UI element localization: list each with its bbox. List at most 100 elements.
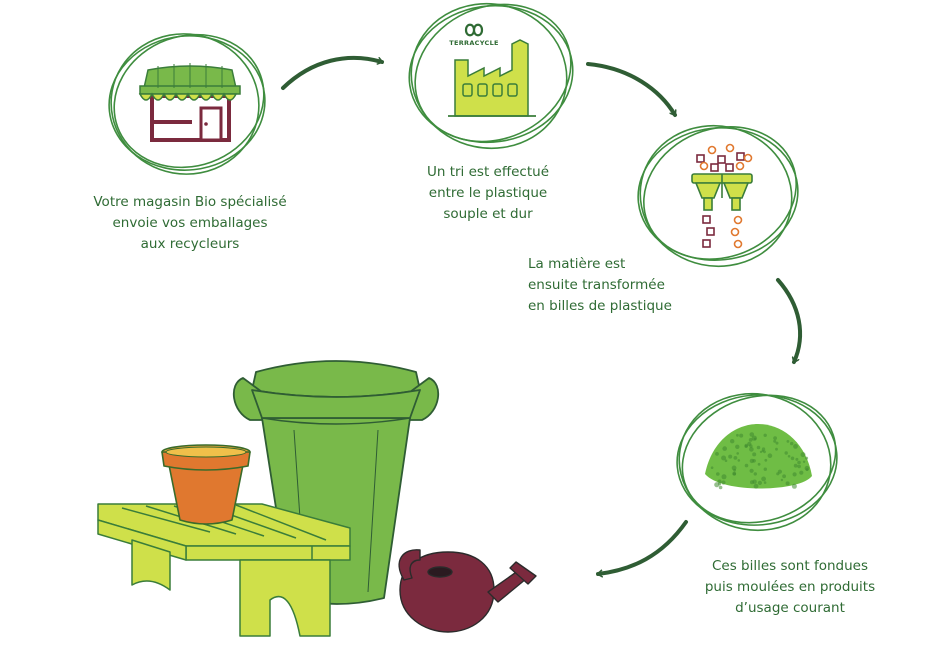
pellet bbox=[756, 445, 761, 450]
terracycle-text: TERRACYCLE bbox=[449, 39, 499, 47]
pellet bbox=[724, 459, 728, 463]
arrow-2-to-3 bbox=[586, 62, 677, 117]
pellet bbox=[716, 472, 720, 476]
pellet bbox=[773, 436, 777, 440]
pellet bbox=[728, 454, 733, 459]
pellet bbox=[717, 479, 722, 484]
step-2-caption: Un tri est effectué entre le plastique s… bbox=[378, 162, 598, 225]
pellet bbox=[733, 456, 738, 460]
pellet bbox=[736, 433, 739, 437]
pellet bbox=[775, 441, 779, 445]
arrow-1-to-2 bbox=[281, 55, 384, 90]
bench-icon bbox=[97, 503, 351, 637]
arrow-3-to-4 bbox=[776, 278, 802, 364]
step-1-line-1: Votre magasin Bio spécialisé bbox=[93, 194, 287, 210]
step-4-line-1: Ces billes sont fondues bbox=[712, 558, 868, 574]
pellet bbox=[731, 465, 737, 471]
pellet bbox=[752, 452, 757, 457]
step-2-line-3: souple et dur bbox=[443, 206, 533, 222]
pellet bbox=[737, 459, 741, 462]
step-1-line-2: envoie vos emballages bbox=[112, 215, 268, 231]
infinity-icon bbox=[464, 23, 484, 37]
step-2-line-1: Un tri est effectué bbox=[426, 164, 550, 180]
factory-icon bbox=[448, 39, 536, 117]
pellet bbox=[759, 450, 763, 454]
pellet bbox=[786, 440, 790, 443]
pellet bbox=[767, 453, 773, 459]
pellet bbox=[757, 480, 763, 485]
pellet bbox=[710, 466, 714, 470]
pellet bbox=[784, 451, 788, 455]
flower-pot-icon bbox=[161, 444, 251, 525]
pellet bbox=[790, 456, 795, 461]
terracycle-logo: TERRACYCLE bbox=[449, 23, 499, 47]
pellet bbox=[802, 460, 806, 463]
pellet bbox=[721, 474, 727, 480]
pellet bbox=[739, 433, 744, 438]
step-2-circle bbox=[408, 2, 574, 150]
pellet bbox=[777, 469, 783, 474]
pellet bbox=[800, 452, 806, 458]
pellet bbox=[763, 467, 767, 471]
mixed-plastic-pieces bbox=[696, 143, 753, 172]
step-1-circle bbox=[108, 33, 266, 175]
step-4-caption: Ces billes sont fondues puis moulées en … bbox=[665, 556, 915, 619]
pellet bbox=[721, 480, 726, 485]
pellet bbox=[744, 463, 749, 468]
pellet bbox=[795, 457, 799, 461]
pellet bbox=[780, 478, 784, 482]
pellet bbox=[718, 485, 723, 490]
pellet bbox=[787, 455, 791, 458]
pellet bbox=[718, 482, 722, 486]
pellet bbox=[763, 433, 767, 437]
pellet bbox=[782, 474, 786, 479]
pellet bbox=[761, 447, 766, 451]
pellet bbox=[735, 444, 740, 449]
step-3-line-2: ensuite transformée bbox=[528, 277, 665, 293]
pellet bbox=[751, 435, 757, 441]
pellet bbox=[749, 432, 755, 437]
pellet bbox=[749, 468, 754, 473]
step-1-line-3: aux recycleurs bbox=[140, 236, 240, 252]
pellet bbox=[764, 458, 768, 462]
pellet bbox=[791, 483, 797, 489]
pellet bbox=[763, 481, 767, 484]
pellet bbox=[750, 480, 754, 485]
pellet bbox=[749, 458, 755, 464]
pellet bbox=[722, 446, 727, 451]
pellet bbox=[730, 439, 735, 444]
pellet bbox=[757, 462, 761, 466]
pellet bbox=[753, 472, 757, 476]
pellet bbox=[793, 444, 798, 449]
sorted-pieces bbox=[702, 215, 743, 249]
pellet bbox=[715, 452, 719, 456]
pellet bbox=[748, 438, 753, 442]
pellet bbox=[797, 464, 801, 469]
step-4-line-2: puis moulées en produits bbox=[704, 579, 876, 595]
pellet bbox=[773, 439, 777, 443]
pellet bbox=[732, 471, 737, 476]
arrow-4-to-objects bbox=[596, 520, 688, 574]
pellet bbox=[761, 476, 766, 482]
pellet bbox=[775, 447, 778, 451]
pellet bbox=[805, 456, 809, 460]
pellet bbox=[753, 483, 759, 489]
step-1-caption: Votre magasin Bio spécialisé envoie vos … bbox=[60, 192, 320, 255]
pellet bbox=[749, 447, 754, 452]
pellet bbox=[799, 470, 804, 475]
pellet bbox=[721, 455, 727, 461]
watering-can-icon bbox=[398, 549, 537, 633]
pellet bbox=[785, 481, 790, 486]
pellet bbox=[792, 472, 797, 477]
pellet bbox=[805, 468, 809, 471]
step-4-line-3: d’usage courant bbox=[735, 600, 845, 616]
pellet bbox=[793, 463, 798, 468]
step-3-caption: La matière est ensuite transformée en bi… bbox=[528, 254, 728, 317]
shop-icon bbox=[138, 63, 241, 142]
step-3-line-3: en billes de plastique bbox=[528, 298, 672, 314]
step-3-line-1: La matière est bbox=[528, 256, 626, 272]
step-3-circle bbox=[637, 124, 799, 268]
sorting-machine-icon bbox=[691, 143, 753, 249]
pellets-icon bbox=[705, 424, 812, 490]
